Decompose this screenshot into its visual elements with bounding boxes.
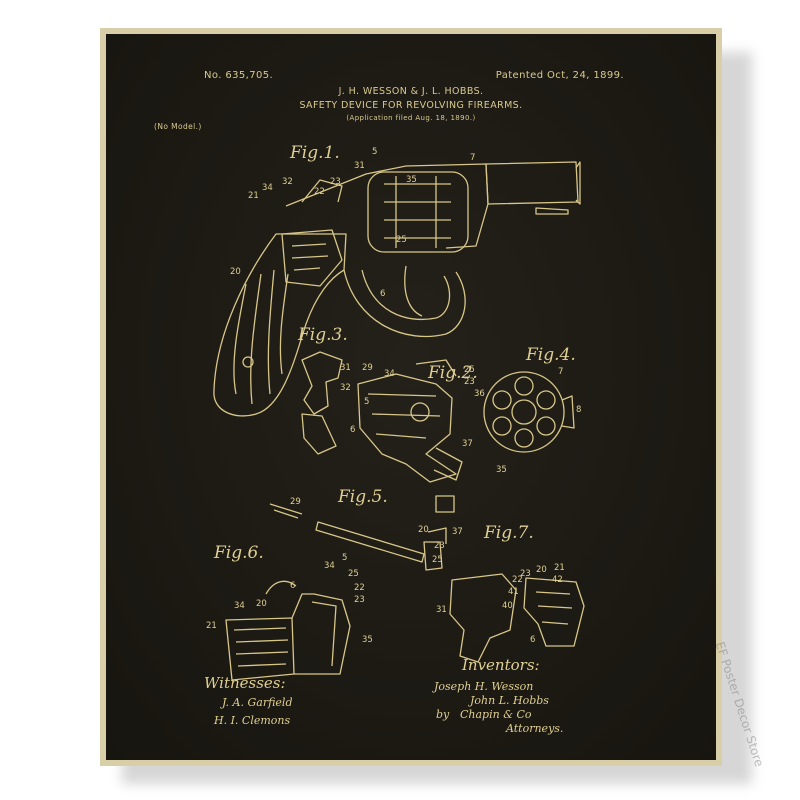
svg-text:6: 6	[290, 581, 295, 591]
patent-title: SAFETY DEVICE FOR REVOLVING FIREARMS.	[299, 100, 523, 111]
svg-text:25: 25	[348, 569, 359, 579]
svg-text:29: 29	[290, 497, 301, 507]
svg-text:6: 6	[530, 635, 535, 645]
svg-text:5: 5	[342, 553, 347, 563]
inventor-1-signature: Joseph H. Wesson	[432, 680, 533, 693]
svg-text:37: 37	[462, 439, 473, 449]
svg-text:25: 25	[464, 365, 475, 375]
svg-text:35: 35	[406, 175, 417, 185]
svg-text:22: 22	[314, 187, 325, 197]
witness-1-signature: J. A. Garfield	[220, 696, 293, 709]
svg-text:34: 34	[384, 369, 395, 379]
poster-frame: No. 635,705. Patented Oct, 24, 1899. J. …	[100, 28, 722, 766]
witnesses-label: Witnesses:	[204, 674, 286, 692]
fig3-part	[301, 351, 343, 455]
svg-text:25: 25	[396, 235, 407, 245]
svg-text:20: 20	[256, 599, 267, 609]
patent-inventors: J. H. WESSON & J. L. HOBBS.	[338, 86, 484, 97]
patent-model-note: (No Model.)	[154, 122, 202, 131]
svg-text:21: 21	[206, 621, 217, 631]
patent-sheet: No. 635,705. Patented Oct, 24, 1899. J. …	[106, 34, 716, 760]
svg-text:31: 31	[354, 161, 365, 171]
fig3-label: Fig.3.	[297, 325, 348, 345]
fig4-label: Fig.4.	[525, 345, 576, 365]
reference-numbers: 5 7 34 32 31 22 23 21 35 25 20 6 31 32 2…	[206, 147, 581, 645]
svg-text:23: 23	[434, 541, 445, 551]
svg-text:23: 23	[354, 595, 365, 605]
svg-text:42: 42	[552, 575, 563, 585]
patent-number: No. 635,705.	[204, 70, 274, 81]
patent-application: (Application filed Aug. 18, 1890.)	[346, 114, 476, 122]
attorney-signature: Chapin & Co	[460, 708, 532, 721]
svg-text:20: 20	[230, 267, 241, 277]
patent-date: Patented Oct, 24, 1899.	[495, 70, 624, 81]
inventor-2-signature: John L. Hobbs	[468, 694, 549, 707]
svg-text:5: 5	[372, 147, 377, 157]
fig4-cylinder	[483, 371, 575, 453]
svg-text:31: 31	[436, 605, 447, 615]
svg-text:23: 23	[464, 377, 475, 387]
fig2-label: Fig.2.	[427, 363, 478, 383]
inventors-label: Inventors:	[461, 656, 540, 674]
svg-text:37: 37	[452, 527, 463, 537]
svg-text:6: 6	[380, 289, 385, 299]
svg-text:6: 6	[350, 425, 355, 435]
revolver-illustration	[213, 161, 581, 417]
svg-text:29: 29	[362, 363, 373, 373]
attorneys-label: Attorneys.	[505, 722, 563, 735]
svg-text:40: 40	[502, 601, 513, 611]
svg-text:25: 25	[432, 555, 443, 565]
svg-text:35: 35	[496, 465, 507, 475]
svg-text:7: 7	[470, 153, 475, 163]
svg-text:5: 5	[364, 397, 369, 407]
svg-text:20: 20	[418, 525, 429, 535]
svg-text:34: 34	[262, 183, 273, 193]
witness-2-signature: H. I. Clemons	[213, 714, 291, 727]
svg-text:22: 22	[512, 575, 523, 585]
svg-text:20: 20	[536, 565, 547, 575]
svg-text:32: 32	[340, 383, 351, 393]
patent-drawing: Fig.1. Fig.2. Fig.3. Fig.4. Fig.5. Fig.6…	[204, 143, 585, 735]
by-label: by	[436, 708, 450, 721]
svg-text:21: 21	[554, 563, 565, 573]
svg-text:8: 8	[576, 405, 581, 415]
svg-text:34: 34	[234, 601, 245, 611]
svg-text:21: 21	[248, 191, 259, 201]
fig6-block	[225, 580, 351, 681]
svg-text:7: 7	[558, 367, 563, 377]
svg-text:32: 32	[282, 177, 293, 187]
fig6-label: Fig.6.	[213, 543, 264, 563]
fig7-part	[449, 573, 585, 663]
fig2-mechanism	[357, 359, 463, 483]
fig1-label: Fig.1.	[289, 143, 340, 163]
svg-text:23: 23	[330, 177, 341, 187]
svg-text:22: 22	[354, 583, 365, 593]
svg-text:36: 36	[474, 389, 485, 399]
fig5-rod	[269, 495, 455, 571]
svg-text:34: 34	[324, 561, 335, 571]
svg-text:31: 31	[340, 363, 351, 373]
fig5-label: Fig.5.	[337, 487, 388, 507]
svg-text:23: 23	[520, 569, 531, 579]
fig7-label: Fig.7.	[483, 523, 534, 543]
svg-text:35: 35	[362, 635, 373, 645]
svg-text:41: 41	[508, 587, 519, 597]
